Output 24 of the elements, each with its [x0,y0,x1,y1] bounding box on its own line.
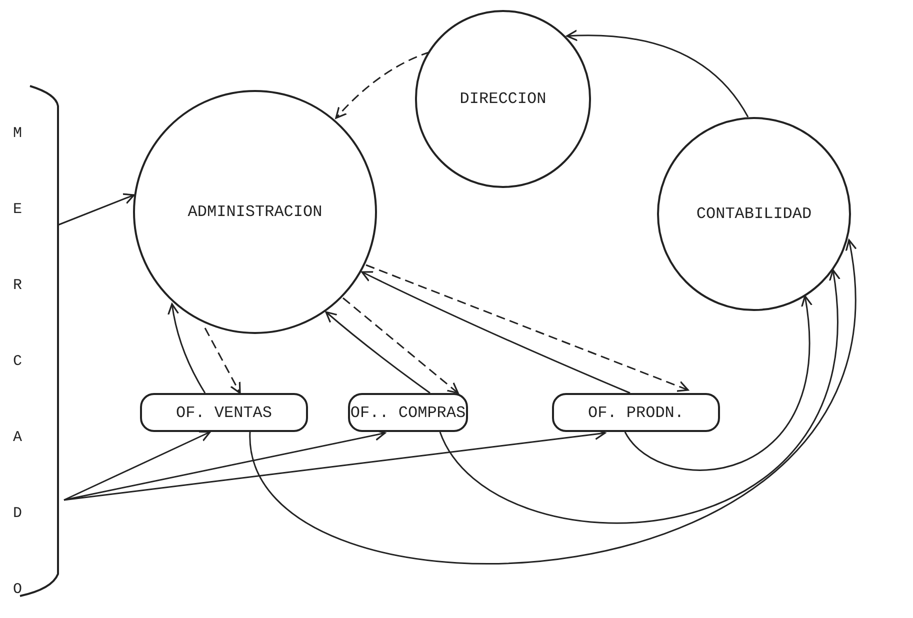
arrow [361,271,630,394]
node-label: OF. VENTAS [176,402,272,424]
arrow [325,311,430,394]
dashed-arrow [366,264,689,392]
dashed-arrow [335,51,430,119]
arrow [168,303,206,394]
office-box [140,393,308,432]
node-label: DIRECCION [460,89,546,110]
arrow [64,429,386,501]
arrow [566,30,749,118]
vertical-label: MERCADO [12,124,23,600]
arrow [439,269,840,524]
node-label: OF.. COMPRAS [350,402,466,424]
node-label: ADMINISTRACION [188,202,322,223]
arrow [624,295,812,471]
arrow [64,430,211,501]
node-label: OF. PRODN. [588,402,684,424]
node-label: CONTABILIDAD [696,204,812,225]
dashed-arrow [342,297,459,394]
office-box [348,393,468,432]
dashed-arrow [204,328,241,394]
office-box [552,393,720,432]
arrow [249,239,856,564]
arrow [58,193,135,226]
